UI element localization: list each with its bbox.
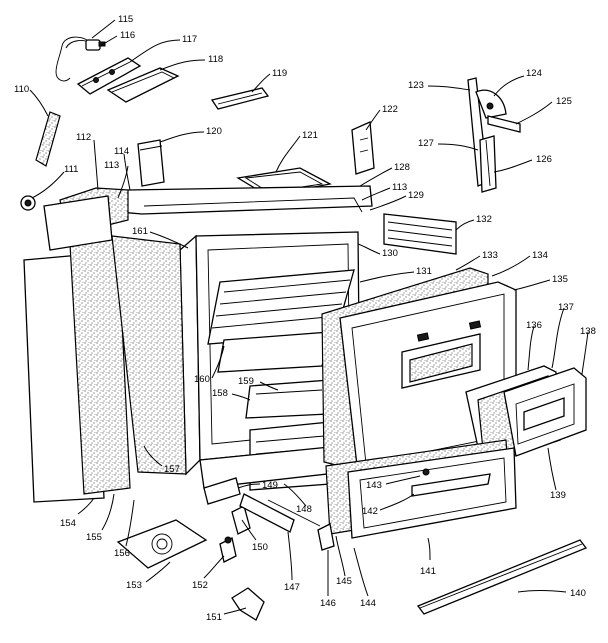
kick-plate-part xyxy=(416,539,588,615)
label-129: 129 xyxy=(408,190,424,201)
base-parts xyxy=(203,477,335,551)
power-cord-part xyxy=(55,36,106,82)
label-159: 159 xyxy=(238,376,254,387)
label-139: 139 xyxy=(550,490,566,501)
broiler-rack-part xyxy=(383,213,457,255)
label-153: 153 xyxy=(126,580,142,591)
label-119: 119 xyxy=(272,68,287,79)
label-143: 143 xyxy=(366,480,382,491)
label-158: 158 xyxy=(212,388,228,399)
knob-part xyxy=(20,195,36,211)
label-155: 155 xyxy=(86,532,102,543)
label-116: 116 xyxy=(120,30,135,41)
side-panels xyxy=(23,195,187,503)
label-149: 149 xyxy=(262,480,278,491)
label-127: 127 xyxy=(418,138,434,149)
label-151: 151 xyxy=(206,612,222,623)
label-130: 130 xyxy=(382,248,398,259)
label-150: 150 xyxy=(252,542,268,553)
terminal-block-part xyxy=(76,57,142,95)
label-137: 137 xyxy=(558,302,574,313)
label-111: 111 xyxy=(64,164,78,175)
label-124: 124 xyxy=(526,68,542,79)
label-140: 140 xyxy=(570,588,586,599)
vent-part xyxy=(210,87,270,110)
label-112: 112 xyxy=(76,132,91,143)
hinge-assembly-part xyxy=(467,77,521,193)
side-trim-part xyxy=(35,111,61,167)
label-117: 117 xyxy=(182,34,197,45)
label-156: 156 xyxy=(114,548,130,559)
label-157: 157 xyxy=(164,464,180,475)
hinge-bracket-part xyxy=(351,121,375,175)
label-113-left: 113 xyxy=(104,160,119,171)
label-134: 134 xyxy=(532,250,548,261)
label-146: 146 xyxy=(320,598,336,609)
part-labels: 115 116 117 118 119 110 120 121 122 123 … xyxy=(14,14,596,623)
label-126: 126 xyxy=(536,154,552,165)
label-142: 142 xyxy=(362,506,378,517)
vent-duct-part xyxy=(137,139,165,187)
leader-lines xyxy=(29,19,589,615)
label-141: 141 xyxy=(420,566,436,577)
label-122: 122 xyxy=(382,104,398,115)
label-152: 152 xyxy=(192,580,208,591)
label-125: 125 xyxy=(556,96,572,107)
label-118: 118 xyxy=(208,54,223,65)
label-147: 147 xyxy=(284,582,300,593)
label-154: 154 xyxy=(60,518,76,529)
label-160: 160 xyxy=(194,374,210,385)
label-135: 135 xyxy=(552,274,568,285)
label-110: 110 xyxy=(14,84,29,95)
label-138: 138 xyxy=(580,326,596,337)
label-120: 120 xyxy=(206,126,222,137)
label-136: 136 xyxy=(526,320,542,331)
label-123: 123 xyxy=(408,80,424,91)
label-131: 131 xyxy=(416,266,432,277)
label-121: 121 xyxy=(302,130,318,141)
label-128: 128 xyxy=(394,162,410,173)
label-161: 161 xyxy=(132,226,148,237)
oven-door-part xyxy=(321,267,517,475)
leveler-parts xyxy=(116,519,265,621)
bracket-part xyxy=(106,67,180,103)
label-148: 148 xyxy=(296,504,312,515)
label-114: 114 xyxy=(114,146,129,157)
label-144: 144 xyxy=(360,598,376,609)
label-145: 145 xyxy=(336,576,352,587)
label-133: 133 xyxy=(482,250,498,261)
range-cabinet xyxy=(59,185,373,491)
label-132: 132 xyxy=(476,214,492,225)
label-115: 115 xyxy=(118,14,133,25)
label-113-right: 113 xyxy=(392,182,407,193)
drawer-front-part xyxy=(465,365,587,467)
storage-drawer-part xyxy=(325,439,517,539)
